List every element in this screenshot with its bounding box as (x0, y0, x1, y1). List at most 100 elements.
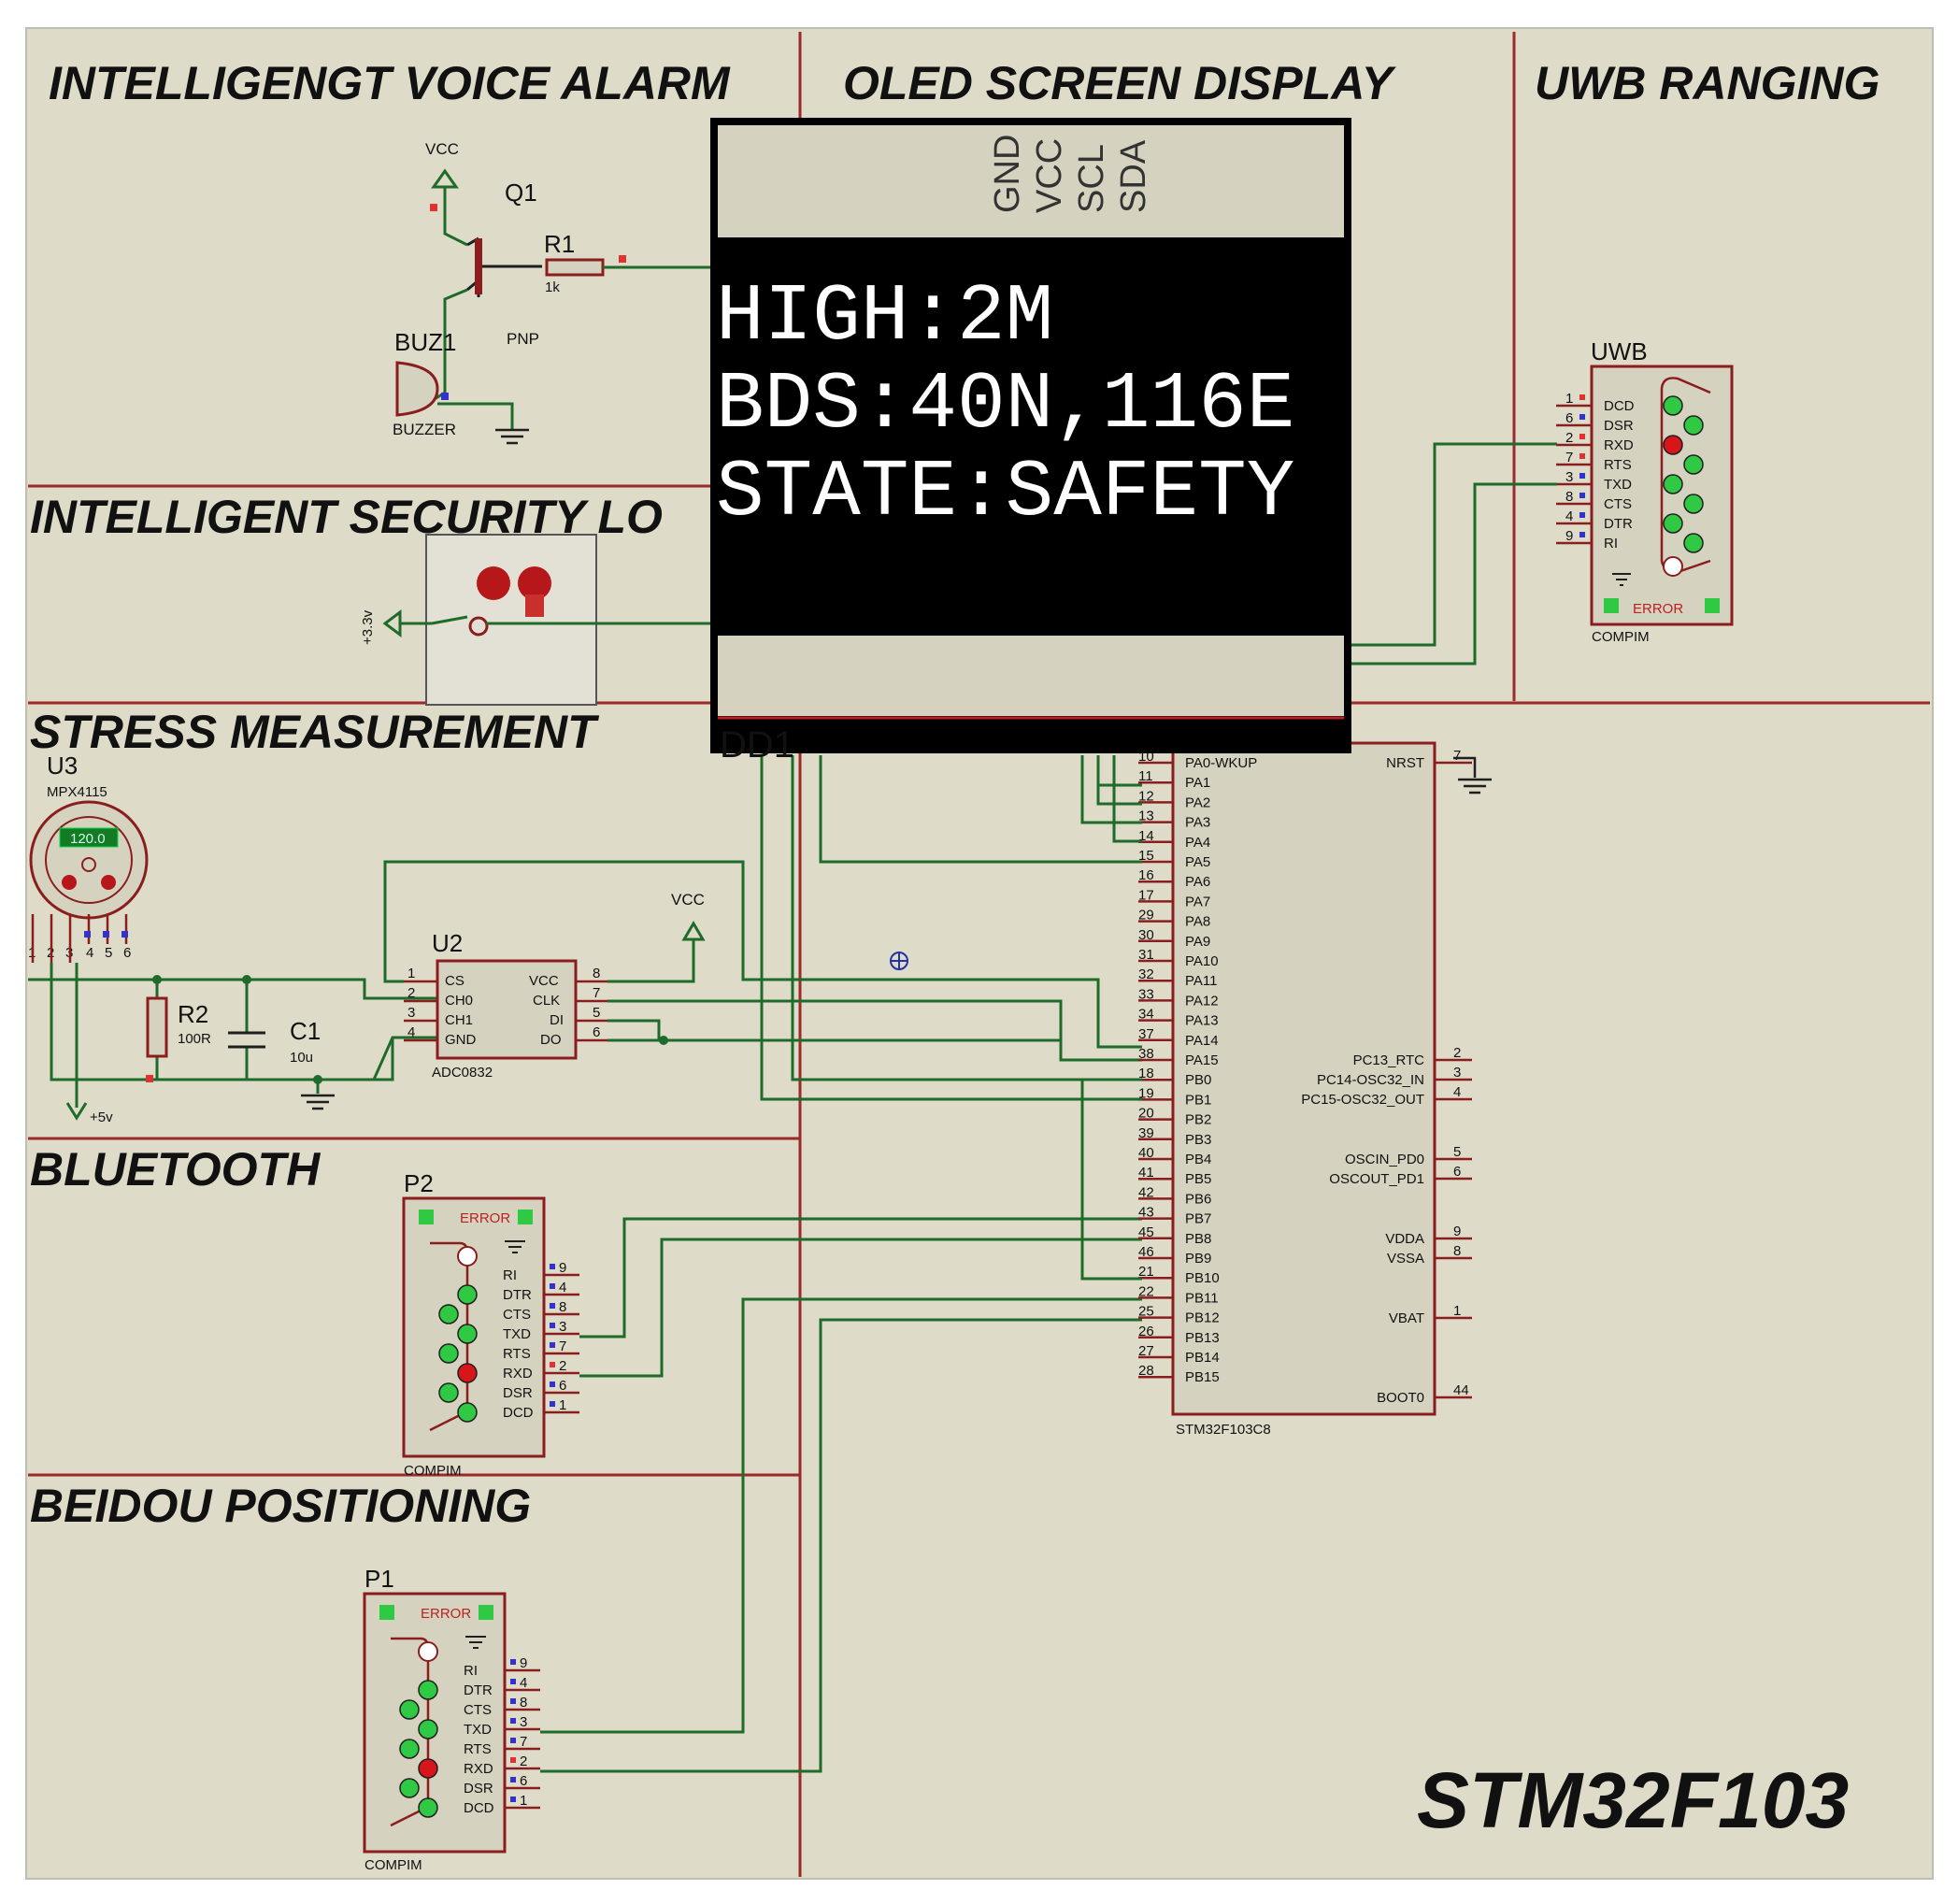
beidou-signal-dsr: DSR (464, 1781, 493, 1797)
stm32-pin-number: 14 (1138, 828, 1154, 844)
stm32-pin-pa15: PA15 (1185, 1052, 1219, 1068)
r1-label: R1 (544, 230, 575, 258)
uwb-socket-rts (1683, 454, 1704, 475)
bluetooth-pin-number: 4 (559, 1280, 566, 1296)
stm32-pin-number: 5 (1453, 1144, 1461, 1160)
uwb-socket-ri (1683, 533, 1704, 553)
uwb-socket-txd (1663, 474, 1683, 494)
uwb-socket-dcd (1663, 395, 1683, 416)
stm32-pin-number: 46 (1138, 1244, 1154, 1260)
beidou-signal-dcd: DCD (464, 1800, 494, 1816)
stm32-pin-number: 13 (1138, 809, 1154, 824)
uwb-pin-number: 4 (1565, 508, 1573, 524)
uwb-signal-txd: TXD (1604, 477, 1632, 493)
svg-text:3: 3 (407, 1005, 415, 1021)
stm32-pin-pb10: PB10 (1185, 1270, 1220, 1286)
r2-resistor (146, 996, 168, 1058)
stm32-pin-pb0: PB0 (1185, 1072, 1211, 1088)
svg-text:VCC: VCC (529, 973, 559, 989)
plus5v-arrow-icon (65, 1102, 88, 1121)
lock-led-right-icon (518, 566, 551, 600)
bluetooth-signal-dcd: DCD (503, 1405, 534, 1421)
stm32-pin-vdda: VDDA (1385, 1231, 1424, 1247)
stm32-pin-pb15: PB15 (1185, 1369, 1220, 1385)
bluetooth-pin-number: 7 (559, 1339, 566, 1354)
stm32-pin-number: 4 (1453, 1084, 1461, 1100)
p1-part-label: COMPIM (364, 1857, 422, 1873)
u3-label: U3 (47, 752, 78, 780)
beidou-pin-number: 1 (520, 1793, 527, 1809)
uwb-pin-number: 2 (1565, 430, 1573, 446)
stm32-pin-pb3: PB3 (1185, 1132, 1211, 1148)
stm32-pin-number: 12 (1138, 788, 1154, 804)
stm32-pin-number: 40 (1138, 1145, 1154, 1161)
beidou-signal-txd: TXD (464, 1722, 492, 1738)
stm32-pin-number: 28 (1138, 1363, 1154, 1379)
oled-line-3: STATE:SAFETY (716, 447, 1294, 538)
stm32-pin-pb13: PB13 (1185, 1330, 1220, 1346)
bluetooth-pin-number: 6 (559, 1378, 566, 1394)
stm32-pin-number: 9 (1453, 1224, 1461, 1239)
uwb-signal-dcd: DCD (1604, 398, 1635, 414)
uwb-socket-cts (1683, 494, 1704, 514)
oled-partial-label: DD1 (720, 724, 794, 766)
voice-alarm-circuit: VCC Q1 PNP R1 1k BUZ1 BUZZER (393, 140, 715, 445)
stm32-pin-number: 1 (1453, 1303, 1461, 1319)
beidou-pin-number: 8 (520, 1695, 527, 1711)
c1-capacitor (228, 1031, 265, 1049)
svg-text:5: 5 (593, 1005, 600, 1021)
uwb-part-label: COMPIM (1592, 629, 1650, 645)
bluetooth-signal-dtr: DTR (503, 1287, 532, 1303)
uwb-pin-number: 9 (1565, 528, 1573, 544)
stm32-pin-pb7: PB7 (1185, 1211, 1211, 1227)
stm32-pin-pa2: PA2 (1185, 795, 1210, 810)
beidou-pin-number: 2 (520, 1754, 527, 1769)
p2-ground-icon (505, 1240, 525, 1253)
svg-text:5: 5 (105, 945, 112, 961)
uwb-label: UWB (1591, 337, 1648, 365)
stm32-pin-number: 18 (1138, 1066, 1154, 1081)
uwb-pin-number: 3 (1565, 469, 1573, 485)
bluetooth-pin-number: 3 (559, 1319, 566, 1335)
svg-text:GND: GND (445, 1032, 477, 1048)
bluetooth-signal-txd: TXD (503, 1326, 531, 1342)
beidou-socket-dcd (418, 1797, 438, 1818)
stm32-pin-pa6: PA6 (1185, 874, 1210, 890)
adc-part-label: ADC0832 (432, 1065, 493, 1081)
oled-bottom-panel (718, 636, 1344, 716)
stress-ground-icon (301, 1094, 335, 1110)
stm32-pin-pb14: PB14 (1185, 1350, 1220, 1366)
ground-icon (495, 428, 529, 445)
stm32-pin-number: 41 (1138, 1165, 1154, 1181)
sensor-display (59, 827, 119, 848)
stm32-body (1171, 741, 1436, 1416)
stm32-pin-boot0: BOOT0 (1377, 1390, 1424, 1406)
p2-error: ERROR (460, 1210, 510, 1226)
bluetooth-pin-number: 1 (559, 1397, 566, 1413)
q1-label: Q1 (505, 179, 537, 207)
stm32-pin-pb5: PB5 (1185, 1171, 1211, 1187)
oled-pin-sda: SDA (1114, 139, 1153, 213)
section-title-voice-alarm: INTELLIGENGT VOICE ALARM (49, 57, 731, 109)
beidou-socket-cts (399, 1699, 420, 1720)
bluetooth-socket-ri (457, 1246, 478, 1267)
bluetooth-socket-rts (438, 1343, 459, 1364)
stm32-pin-number: 11 (1138, 768, 1153, 784)
buzzer-type-label: BUZZER (393, 421, 456, 438)
uwb-signal-cts: CTS (1604, 496, 1632, 512)
stm32-pin-number: 8 (1453, 1243, 1461, 1259)
stm32-pin-pa3: PA3 (1185, 815, 1210, 831)
beidou-signal-rts: RTS (464, 1741, 492, 1757)
stm32-pin-pa0-wkup: PA0-WKUP (1185, 755, 1257, 771)
oled-line-1: HIGH:2M (716, 271, 1053, 363)
stm32-pin-number: 44 (1453, 1382, 1469, 1398)
stm32-pin-pb9: PB9 (1185, 1251, 1211, 1267)
stm32-pin-number: 30 (1138, 927, 1154, 943)
beidou-signal-rxd: RXD (464, 1761, 493, 1777)
stm32-pin-pa8: PA8 (1185, 914, 1210, 930)
stm32-pin-vssa: VSSA (1387, 1251, 1424, 1267)
